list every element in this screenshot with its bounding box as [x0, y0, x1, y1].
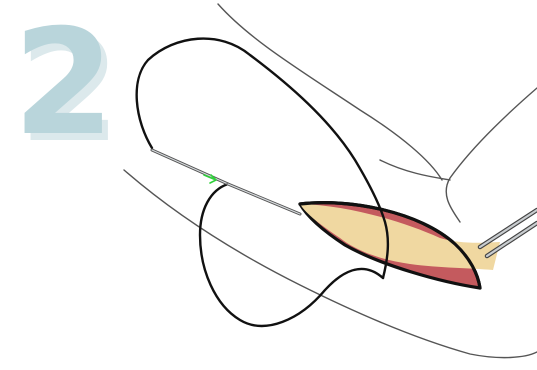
suture-thread: [137, 39, 388, 326]
step-number-text: 2: [13, 0, 115, 168]
heel-contour: [446, 88, 537, 222]
upper-skin-contour: [218, 4, 442, 180]
step-number: 2 2: [13, 0, 121, 175]
needle: [152, 150, 300, 214]
skin-contours: [124, 4, 537, 358]
